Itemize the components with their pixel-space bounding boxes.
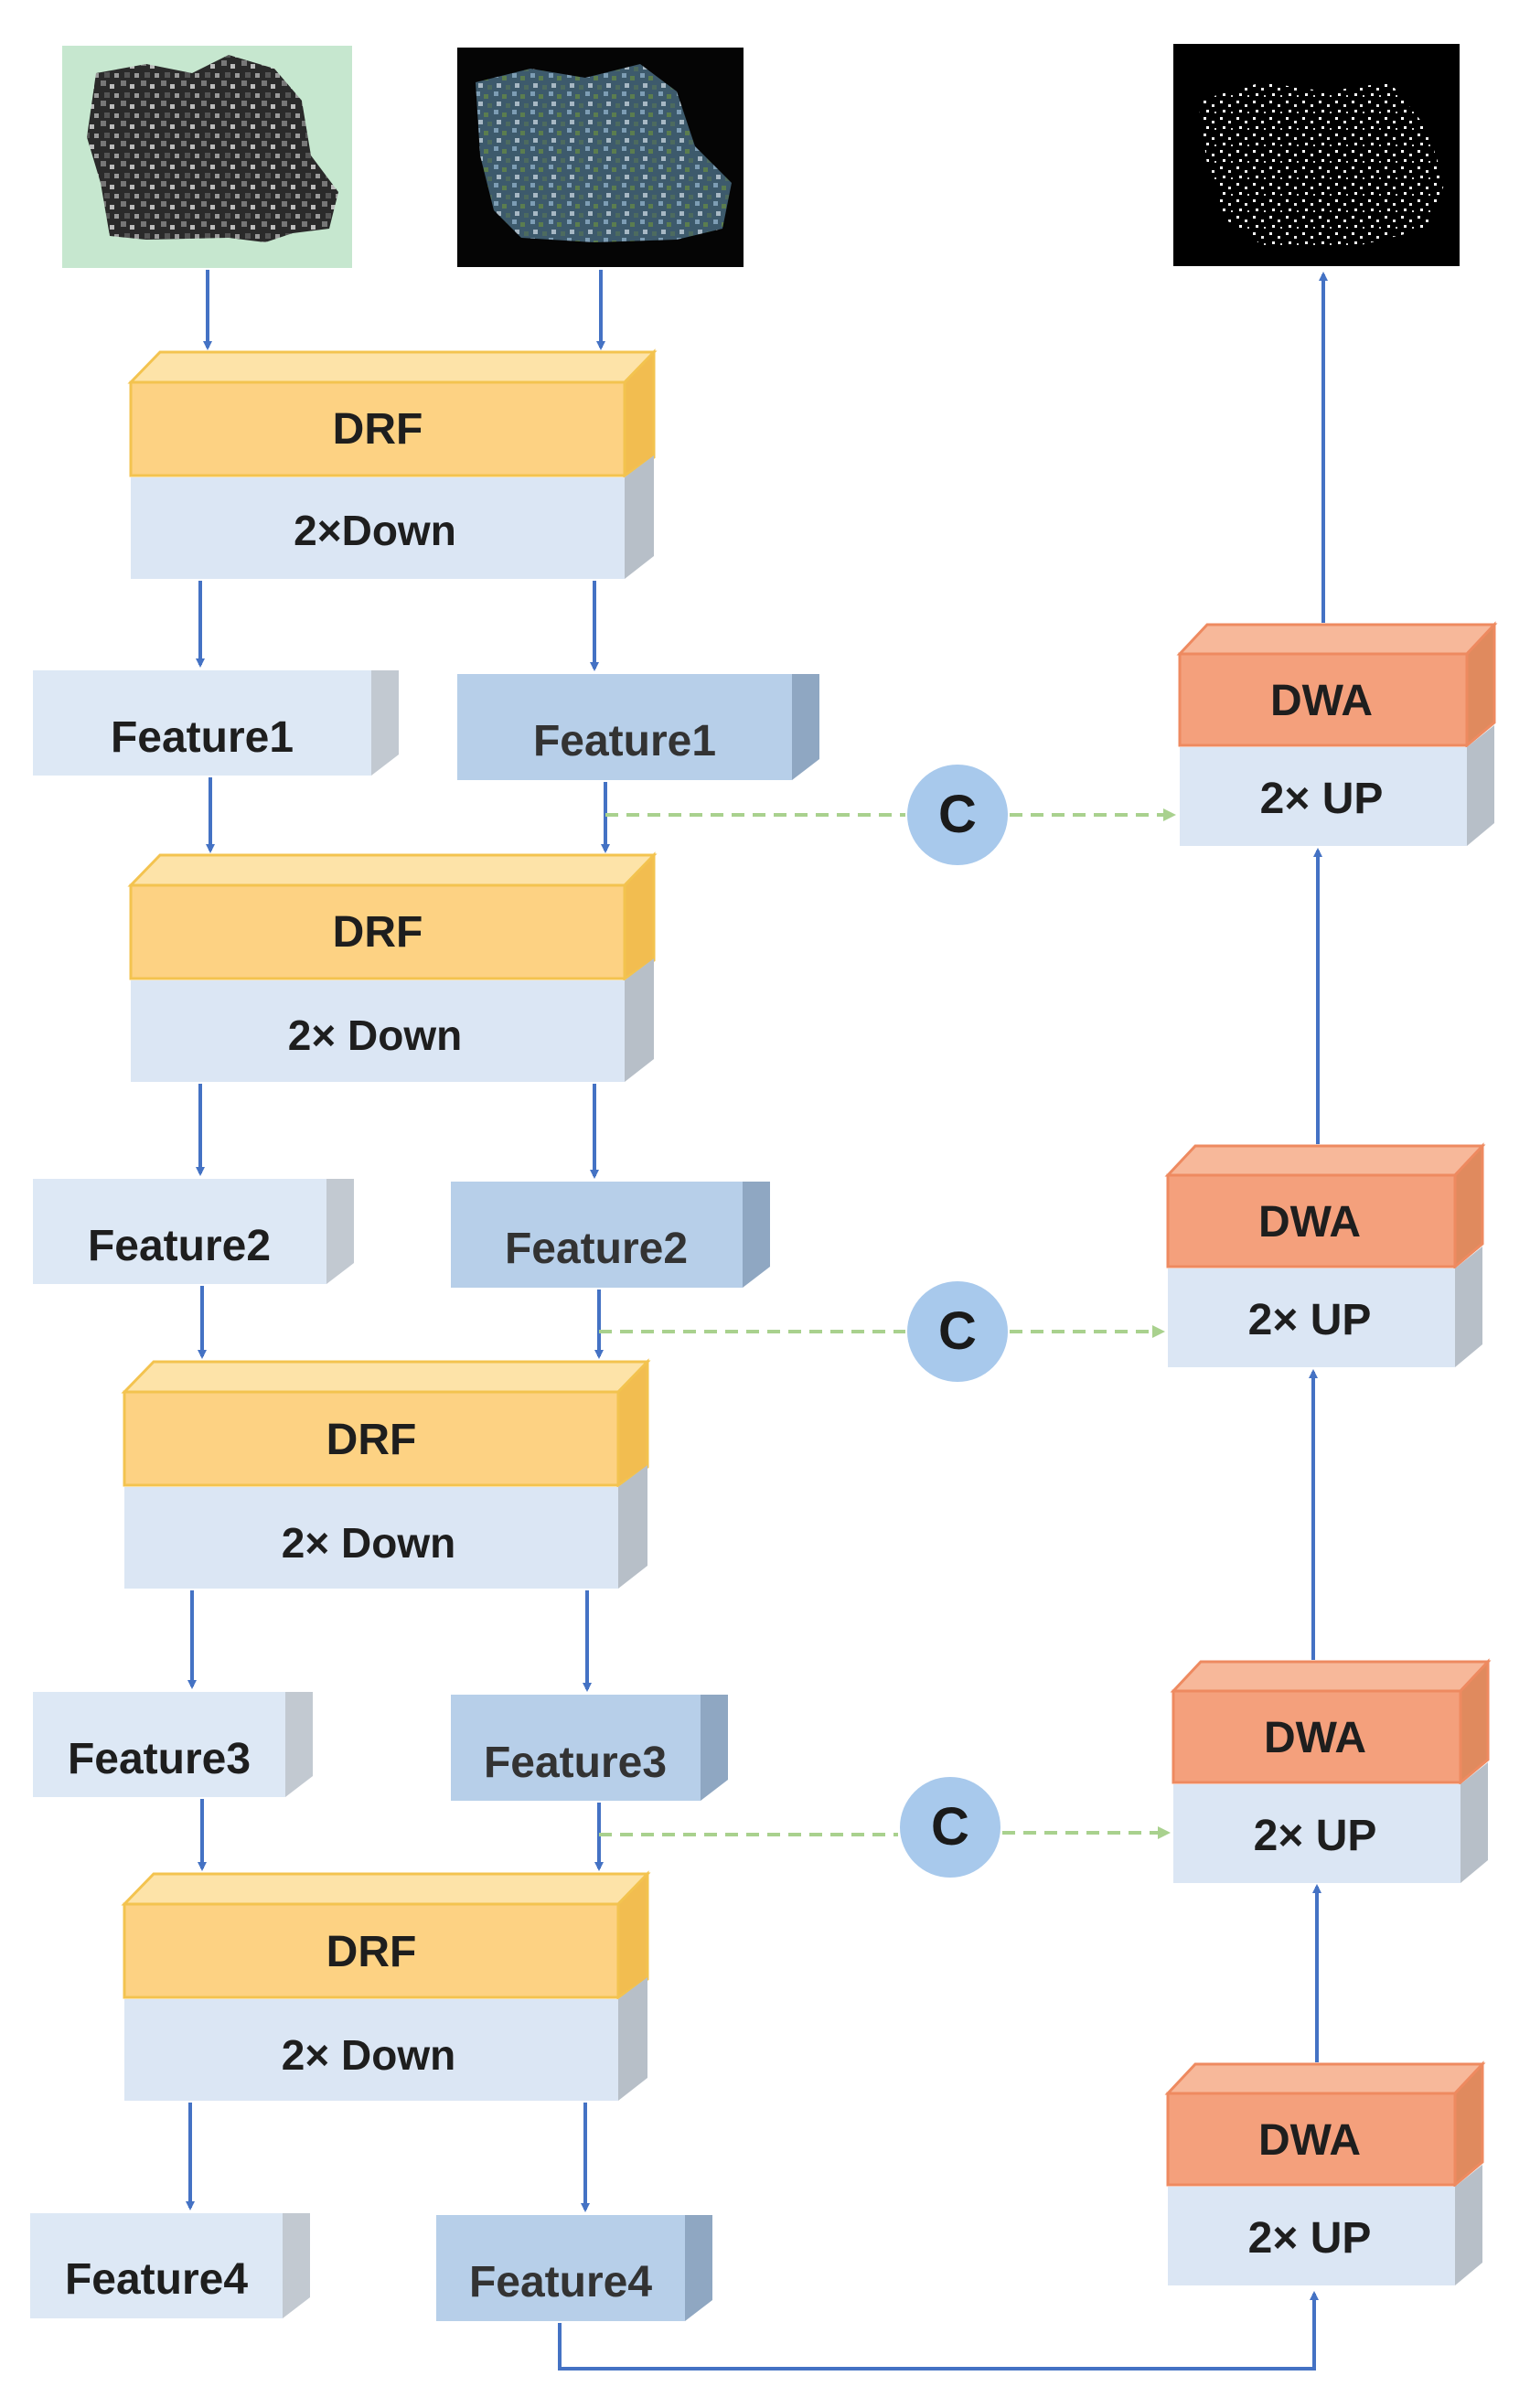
drf-block-2: DRF	[127, 851, 658, 981]
up-label-2: 2× UP	[1248, 1296, 1372, 1344]
dwa-label-2: DWA	[1258, 1198, 1361, 1247]
dwa-label-4: DWA	[1258, 2116, 1361, 2165]
concat-node-2: C	[907, 1281, 1008, 1382]
dwa-block-1: DWA	[1176, 621, 1498, 749]
down-block-3: 2× Down	[124, 1465, 647, 1589]
concat-node-1: C	[907, 765, 1008, 865]
output-mask-image	[1173, 44, 1460, 266]
up-block-3: 2× UP	[1173, 1762, 1488, 1883]
right-feature-label-1: Feature1	[533, 717, 716, 765]
dwa-block-3: DWA	[1170, 1658, 1492, 1786]
left-feature-block-1: Feature1	[33, 670, 399, 776]
input-rgb-image	[457, 48, 744, 267]
right-feature-block-2: Feature2	[451, 1182, 770, 1288]
up-label-1: 2× UP	[1260, 775, 1384, 823]
right-feature-label-2: Feature2	[505, 1225, 688, 1273]
concat-node-3: C	[900, 1777, 1000, 1878]
left-feature-label-2: Feature2	[88, 1222, 271, 1270]
dwa-block-4: DWA	[1164, 2060, 1486, 2189]
down-block-2: 2× Down	[131, 958, 654, 1082]
right-feature-label-3: Feature3	[484, 1739, 667, 1787]
input-dem-image	[62, 46, 352, 268]
right-feature-block-4: Feature4	[436, 2215, 712, 2321]
drf-block-3: DRF	[121, 1358, 651, 1488]
drf-label-3: DRF	[326, 1416, 417, 1464]
drf-label-1: DRF	[333, 405, 423, 454]
dwa-block-2: DWA	[1164, 1142, 1486, 1270]
concat-label-2: C	[938, 1301, 977, 1361]
left-feature-label-3: Feature3	[68, 1735, 251, 1783]
up-block-4: 2× UP	[1168, 2165, 1482, 2285]
left-feature-label-4: Feature4	[65, 2255, 248, 2304]
arrow-f4-to-decoder	[558, 2291, 1319, 2371]
drf-label-4: DRF	[326, 1928, 417, 1976]
left-feature-label-1: Feature1	[111, 713, 294, 762]
concat-label-1: C	[938, 785, 977, 844]
up-block-2: 2× UP	[1168, 1247, 1482, 1367]
down-label-1: 2×Down	[294, 507, 456, 554]
up-label-3: 2× UP	[1254, 1812, 1377, 1860]
drf-label-2: DRF	[333, 908, 423, 957]
drf-block-1: DRF	[127, 348, 658, 478]
dwa-label-1: DWA	[1270, 677, 1373, 725]
left-feature-block-3: Feature3	[33, 1692, 313, 1797]
flow-arrows	[186, 270, 1328, 2371]
skip-connections	[599, 808, 1176, 1839]
down-label-2: 2× Down	[288, 1011, 462, 1059]
down-block-4: 2× Down	[124, 1977, 647, 2101]
up-block-1: 2× UP	[1180, 725, 1494, 846]
right-feature-label-4: Feature4	[469, 2258, 652, 2306]
down-block-1: 2×Down	[131, 455, 654, 579]
right-feature-block-3: Feature3	[451, 1695, 728, 1801]
down-label-4: 2× Down	[282, 2031, 455, 2079]
right-feature-block-1: Feature1	[457, 674, 819, 780]
left-feature-block-2: Feature2	[33, 1179, 354, 1284]
down-label-3: 2× Down	[282, 1519, 455, 1567]
left-feature-block-4: Feature4	[30, 2213, 310, 2318]
up-label-4: 2× UP	[1248, 2214, 1372, 2263]
concat-label-3: C	[931, 1797, 969, 1857]
dwa-label-3: DWA	[1264, 1714, 1366, 1762]
drf-block-4: DRF	[121, 1870, 651, 2000]
